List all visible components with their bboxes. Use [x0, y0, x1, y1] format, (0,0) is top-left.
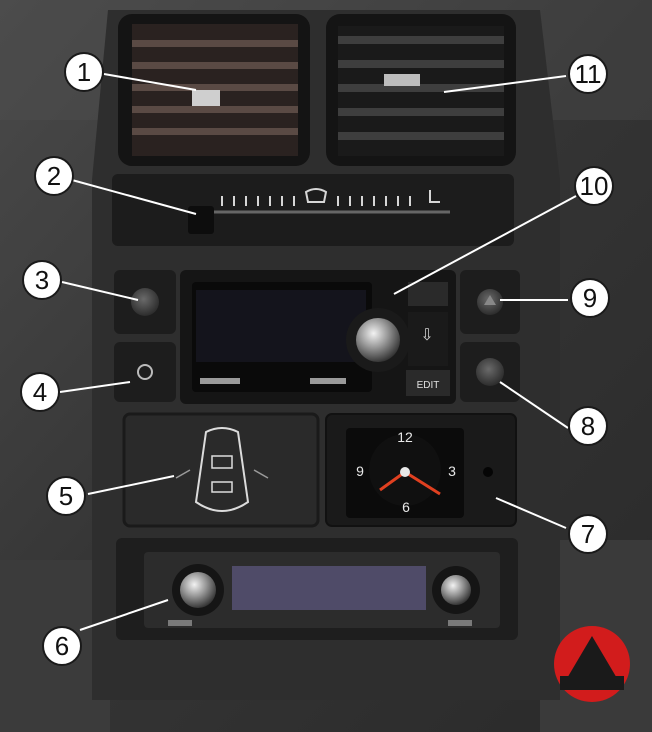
clock-number-12: 12 [397, 429, 413, 445]
button-9 [460, 270, 520, 334]
callout-6: 6 [42, 626, 82, 666]
clock-number-6: 6 [402, 499, 410, 515]
callout-1: 1 [64, 52, 104, 92]
clock-number-9: 9 [356, 463, 364, 479]
lower-audio-unit [116, 538, 518, 640]
button-3 [114, 270, 176, 334]
publisher-logo [554, 626, 630, 702]
callout-7: 7 [568, 514, 608, 554]
edit-label: EDIT [417, 380, 440, 391]
head-unit-display: ⇩ EDIT [180, 270, 456, 404]
leader-lines [59, 73, 577, 631]
callout-5: 5 [46, 476, 86, 516]
clock-adjust-button [483, 467, 493, 477]
volume-knob [356, 318, 400, 362]
left-knob [180, 572, 216, 608]
car-top-view-icon [194, 427, 250, 512]
clock-hand-hour [379, 470, 406, 492]
svg-text:⇩: ⇩ [420, 325, 433, 344]
clock-number-3: 3 [448, 463, 456, 479]
parking-sensor-panel [122, 412, 320, 528]
display-screen [196, 290, 366, 362]
vent-slider-right [384, 74, 420, 86]
callout-11: 11 [568, 54, 608, 94]
button-4 [114, 342, 176, 402]
callout-4: 4 [20, 372, 60, 412]
right-knob [441, 575, 471, 605]
left-air-vent [118, 14, 310, 166]
callout-9: 9 [570, 278, 610, 318]
callout-2: 2 [34, 156, 74, 196]
callout-8: 8 [568, 406, 608, 446]
callout-3: 3 [22, 260, 62, 300]
right-air-vent [326, 14, 516, 166]
clock-hand-minute [404, 470, 441, 496]
lower-unit-display [232, 566, 426, 610]
slider-knob [188, 206, 214, 234]
defrost-icon [304, 188, 328, 203]
vent-slider [192, 90, 220, 106]
callout-10: 10 [574, 166, 614, 206]
seat-heat-icon [429, 190, 440, 203]
analog-clock-panel: 12 3 6 9 [325, 413, 517, 527]
button-8 [460, 342, 520, 402]
climate-control-slider-panel [112, 174, 514, 246]
